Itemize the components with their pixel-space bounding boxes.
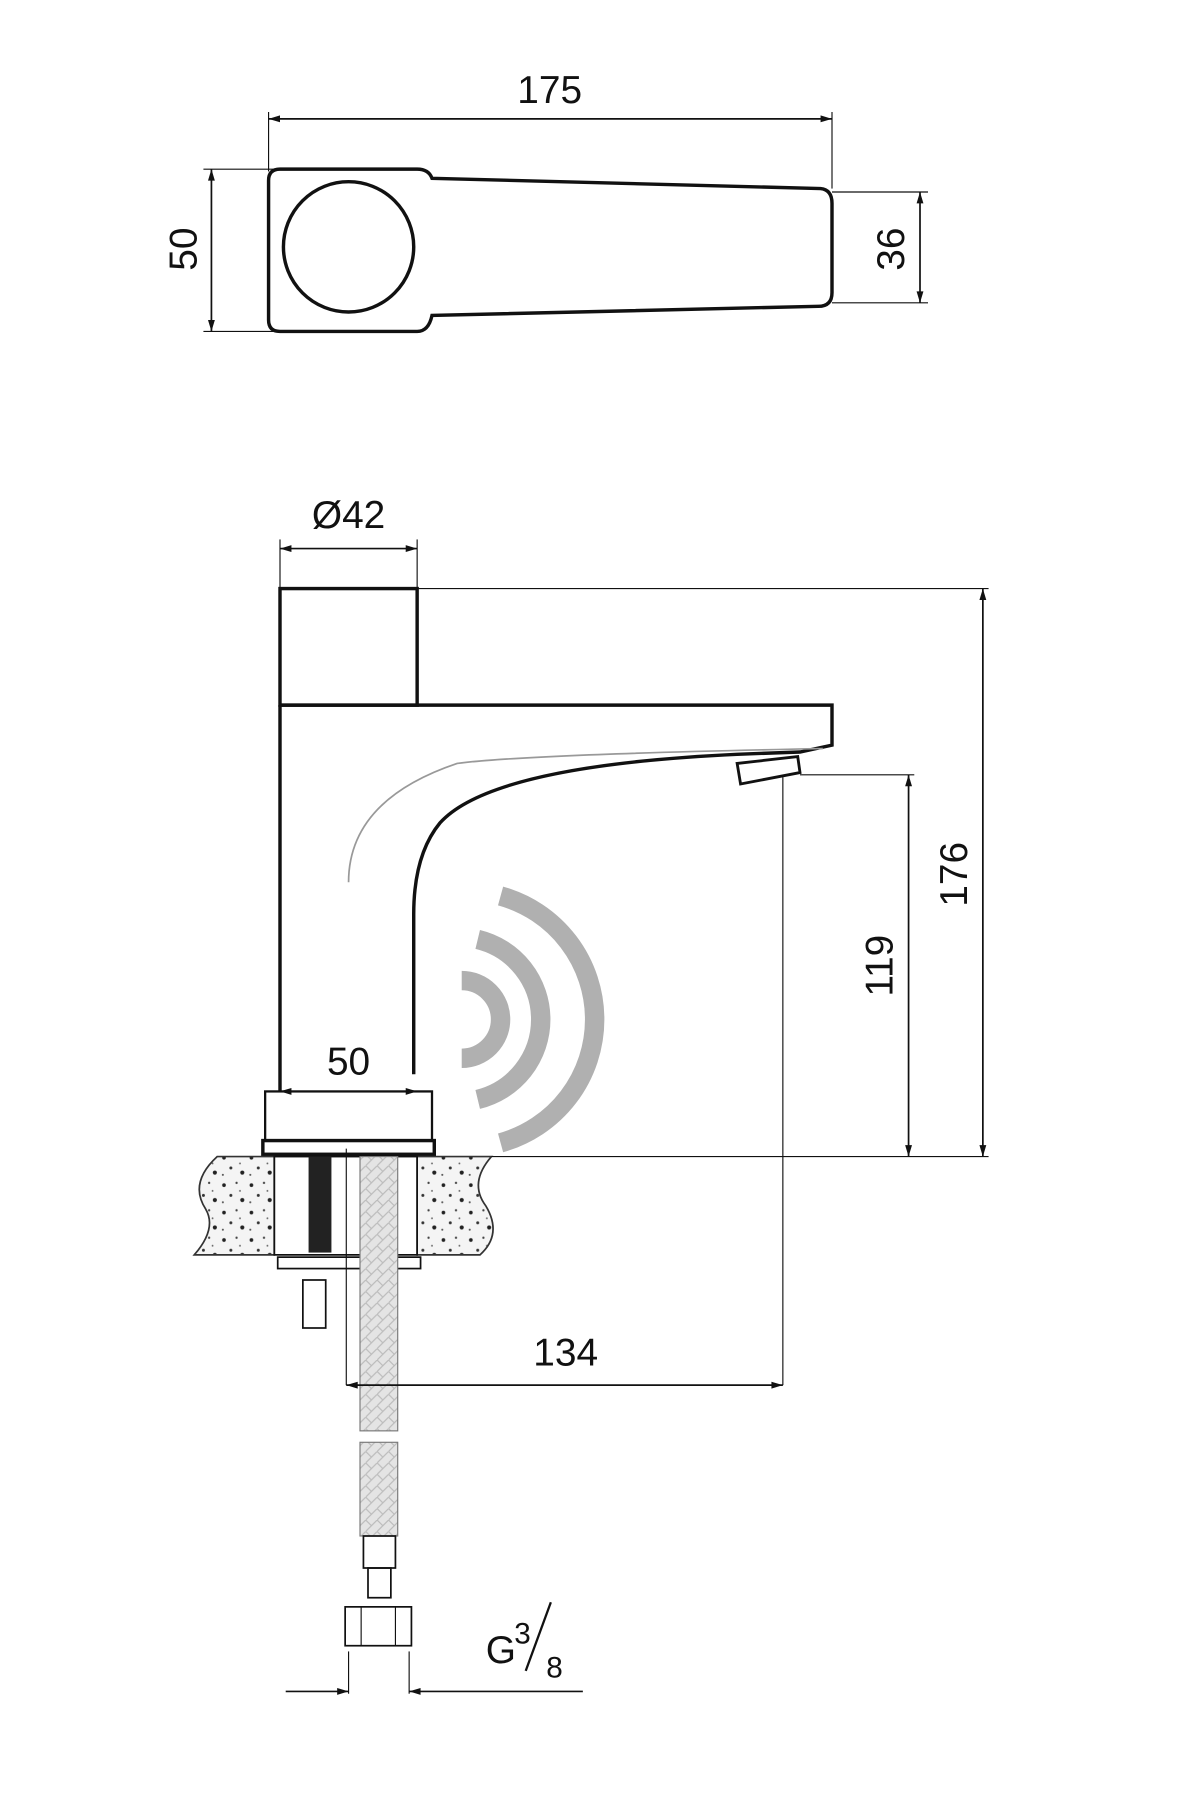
dimension-label-36: 36: [870, 228, 913, 271]
sensor-waves-icon: [461, 886, 605, 1153]
threaded-rod: [308, 1156, 332, 1253]
faucet-top-outline: [266, 167, 834, 334]
hose-hex-nut: [344, 1606, 413, 1647]
svg-text:3: 3: [514, 1617, 531, 1650]
svg-text:G: G: [486, 1629, 516, 1672]
dimension-label-50-base: 50: [327, 1040, 370, 1083]
dimension-label-50-top: 50: [163, 228, 206, 271]
aerator: [735, 754, 802, 786]
supply-hose-upper: [359, 1155, 399, 1432]
spout-profile-hint: [347, 747, 823, 883]
dimension-label-134: 134: [533, 1332, 598, 1375]
dimension-label-119: 119: [859, 935, 902, 997]
fixing-nut: [302, 1279, 327, 1329]
countertop-left: [192, 1155, 276, 1256]
hose-ferrule: [362, 1535, 397, 1569]
dimension-label-diameter: Ø42: [312, 494, 385, 537]
side-view: Ø42 50 G: [192, 494, 989, 1695]
base-plate: [261, 1138, 436, 1156]
faucet-body-outline: [278, 703, 834, 1092]
svg-text:8: 8: [546, 1652, 563, 1685]
handle-cylinder: [278, 586, 419, 707]
connection-thread-label: G 3 8: [486, 1601, 563, 1685]
top-view: 175 50 36: [163, 69, 928, 334]
countertop-right: [416, 1155, 494, 1256]
base-ring: [264, 1090, 434, 1144]
lower-washer: [276, 1256, 422, 1270]
dimension-label-176: 176: [933, 842, 976, 907]
dimension-label-175: 175: [517, 69, 582, 112]
supply-hose-lower: [359, 1441, 399, 1537]
handle-top-circle: [281, 180, 416, 314]
